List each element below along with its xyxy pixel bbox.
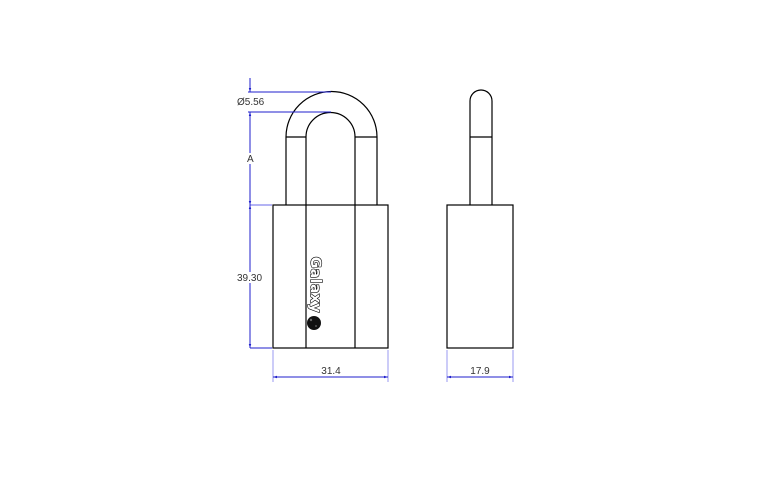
shackle-outer xyxy=(285,90,378,205)
side-body xyxy=(446,204,514,349)
side-view xyxy=(446,89,514,349)
dim-shackle-diameter: Ø5.56 xyxy=(237,97,265,108)
dim-shackle-height: A xyxy=(247,154,254,165)
galaxy-logo: Galaxy xyxy=(306,256,324,330)
dim-body-width: 31.4 xyxy=(321,366,341,377)
side-shackle xyxy=(469,89,493,205)
dimensions: Ø5.56 A 39.30 31.4 17.9 xyxy=(236,78,514,382)
dim-body-depth: 17.9 xyxy=(470,366,490,377)
shackle-inner xyxy=(305,111,356,205)
dim-body-height: 39.30 xyxy=(237,273,262,284)
front-view xyxy=(272,90,389,349)
logo-ball-icon xyxy=(307,316,321,330)
lock-body xyxy=(272,204,389,349)
logo-text: Galaxy xyxy=(307,257,323,313)
